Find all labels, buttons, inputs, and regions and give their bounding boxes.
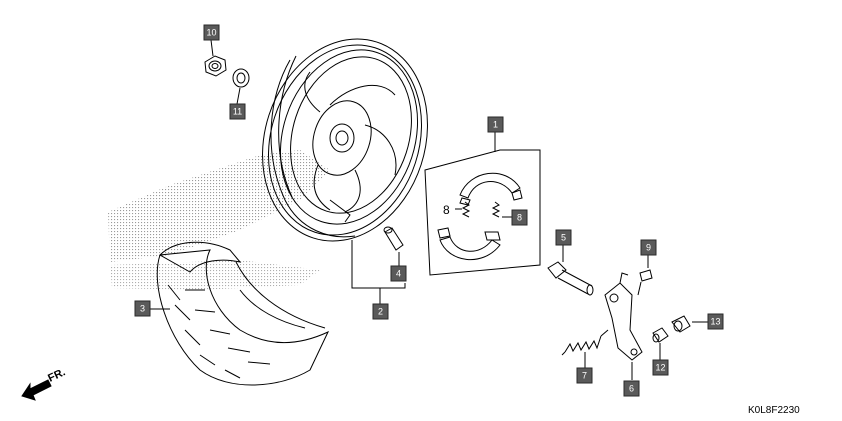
- shoe-spring-left: [461, 201, 471, 218]
- brake-arm-drawing: [604, 272, 643, 361]
- svg-text:11: 11: [233, 107, 242, 117]
- callout-7: 7: [576, 367, 593, 384]
- adjust-nut-drawing: [671, 315, 691, 333]
- callout-5: 5: [555, 229, 572, 246]
- svg-text:8: 8: [517, 213, 522, 223]
- bolt-drawing: [637, 269, 653, 296]
- svg-text:6: 6: [629, 384, 634, 394]
- plain-label-8: 8: [443, 203, 450, 217]
- leader-wheel-bracket: [351, 240, 406, 289]
- brake-shoe-box: [424, 149, 541, 276]
- svg-text:5: 5: [561, 233, 566, 243]
- return-spring-drawing: [561, 329, 609, 356]
- axle-nut-drawing: [204, 55, 227, 77]
- callout-13: 13: [707, 313, 724, 330]
- svg-text:7: 7: [582, 371, 587, 381]
- callout-12: 12: [652, 359, 669, 376]
- callout-3: 3: [134, 300, 151, 317]
- callout-6: 6: [623, 380, 640, 397]
- callout-2: 2: [372, 303, 389, 320]
- leader-axle-nut: [210, 39, 214, 57]
- rear-wheel-drawing: [262, 38, 428, 242]
- tire-drawing: [156, 241, 330, 386]
- valve-stem-drawing: [383, 226, 404, 251]
- svg-text:10: 10: [206, 28, 216, 38]
- shoe-spring-right: [491, 201, 501, 218]
- brake-shoe-lower: [437, 227, 501, 261]
- brake-shoe-upper: [459, 172, 523, 206]
- adjust-joint-drawing: [652, 327, 669, 343]
- front-arrow-label: FR.: [46, 366, 67, 384]
- svg-text:2: 2: [378, 307, 383, 317]
- diagram-code: K0L8F2230: [748, 405, 800, 416]
- leader-washer: [236, 87, 241, 105]
- svg-text:3: 3: [140, 304, 145, 314]
- front-arrow: FR.: [21, 366, 67, 401]
- brake-cam-drawing: [547, 261, 594, 296]
- shadow-hatch: [108, 150, 330, 290]
- callout-8: 8: [511, 209, 528, 226]
- callout-10: 10: [203, 24, 220, 41]
- callout-11: 11: [229, 103, 246, 120]
- callout-4: 4: [390, 265, 407, 282]
- svg-text:13: 13: [710, 317, 720, 327]
- svg-text:12: 12: [655, 363, 665, 373]
- washer-drawing: [232, 68, 250, 88]
- svg-text:4: 4: [396, 269, 401, 279]
- callout-1: 1: [487, 116, 504, 133]
- callout-9: 9: [640, 239, 657, 256]
- svg-text:1: 1: [493, 120, 498, 130]
- svg-text:9: 9: [646, 243, 651, 253]
